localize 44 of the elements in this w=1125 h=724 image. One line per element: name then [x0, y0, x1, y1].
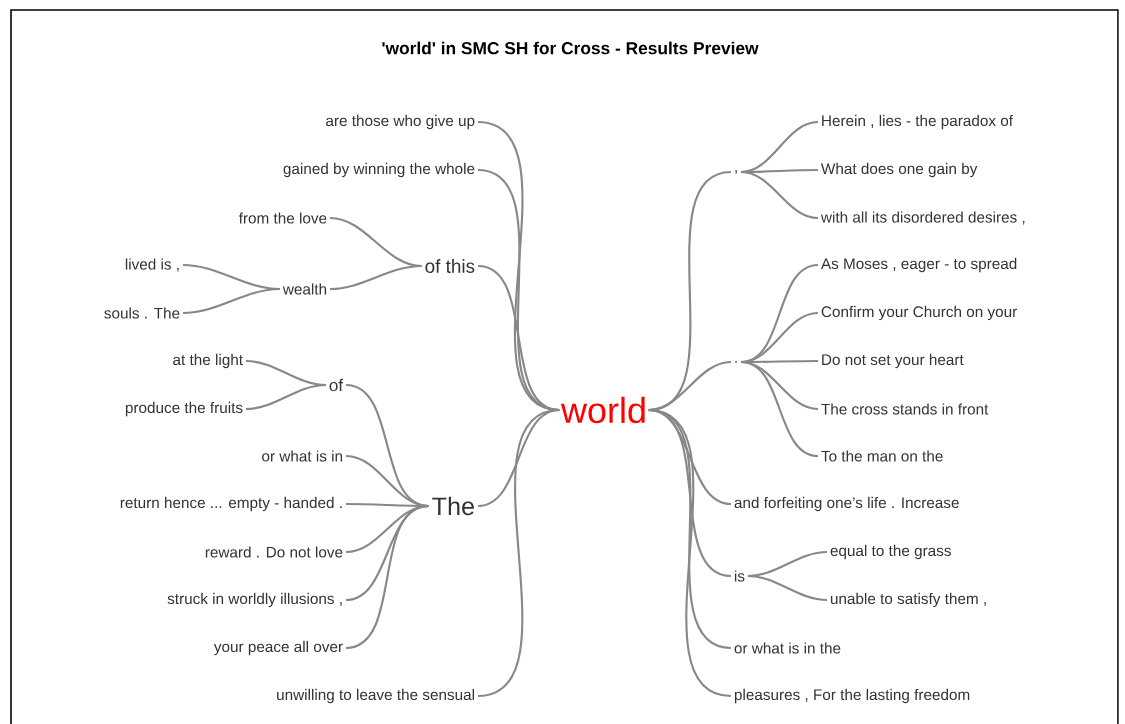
branch-word: or what is in [262, 450, 343, 462]
branch-word: with all its disordered desires , [820, 211, 1025, 225]
branch-line [345, 504, 429, 650]
root-word: world [560, 396, 645, 424]
branch-word: To the man on the [821, 450, 943, 462]
branch-word: , [735, 170, 737, 174]
branch-word: is [734, 570, 745, 582]
branch-word: return hence ... empty - handed . [120, 496, 342, 512]
branch-word: of [329, 378, 344, 392]
branch-word: of this [425, 259, 475, 273]
branch-word: . [735, 361, 737, 363]
branch-word: Confirm your Church on your [821, 305, 1017, 321]
branch-word: reward . Do not love [205, 546, 343, 558]
branch-word: at the light [173, 353, 243, 369]
branch-word: or what is in the [734, 642, 841, 654]
branch-word: struck in worldly illusions , [167, 592, 342, 608]
branch-word: are those who give up [326, 114, 475, 130]
branch-line [648, 408, 732, 698]
branch-word: your peace all over [213, 640, 343, 656]
chart-title: 'world' in SMC SH for Cross - Results Preview [382, 41, 759, 55]
branch-line [329, 264, 422, 291]
branch-word: gained by winning the whole [283, 162, 475, 178]
branch-word: The [432, 496, 474, 516]
branch-line [182, 287, 280, 315]
branch-word: unwilling to leave the sensual [277, 688, 474, 704]
branch-word: As Moses , eager - to spread [820, 257, 1017, 273]
branch-word: from the love [238, 212, 327, 224]
branch-word: The cross stands in front [821, 403, 989, 415]
branch-line [245, 383, 326, 411]
branch-line [740, 360, 819, 458]
branch-line [741, 170, 819, 220]
branch-word: equal to the grass [830, 544, 951, 560]
branch-word: wealth [282, 283, 327, 295]
branch-word: pleasures , For the lasting freedom [734, 688, 970, 704]
branch-word: What does one gain by [821, 162, 978, 178]
branch-line [747, 574, 828, 602]
branch-word: Herein , lies - the paradox of [822, 114, 1014, 130]
branch-word: lived is , [125, 258, 179, 272]
branch-word: and forfeiting one’s life . Increase [734, 496, 959, 512]
branch-word: souls . The [104, 307, 180, 319]
branch-word: produce the fruits [125, 401, 243, 417]
branch-word: Do not set your heart [822, 353, 964, 369]
branch-word: unable to satisfy them , [830, 592, 986, 608]
branch-line [477, 408, 560, 698]
